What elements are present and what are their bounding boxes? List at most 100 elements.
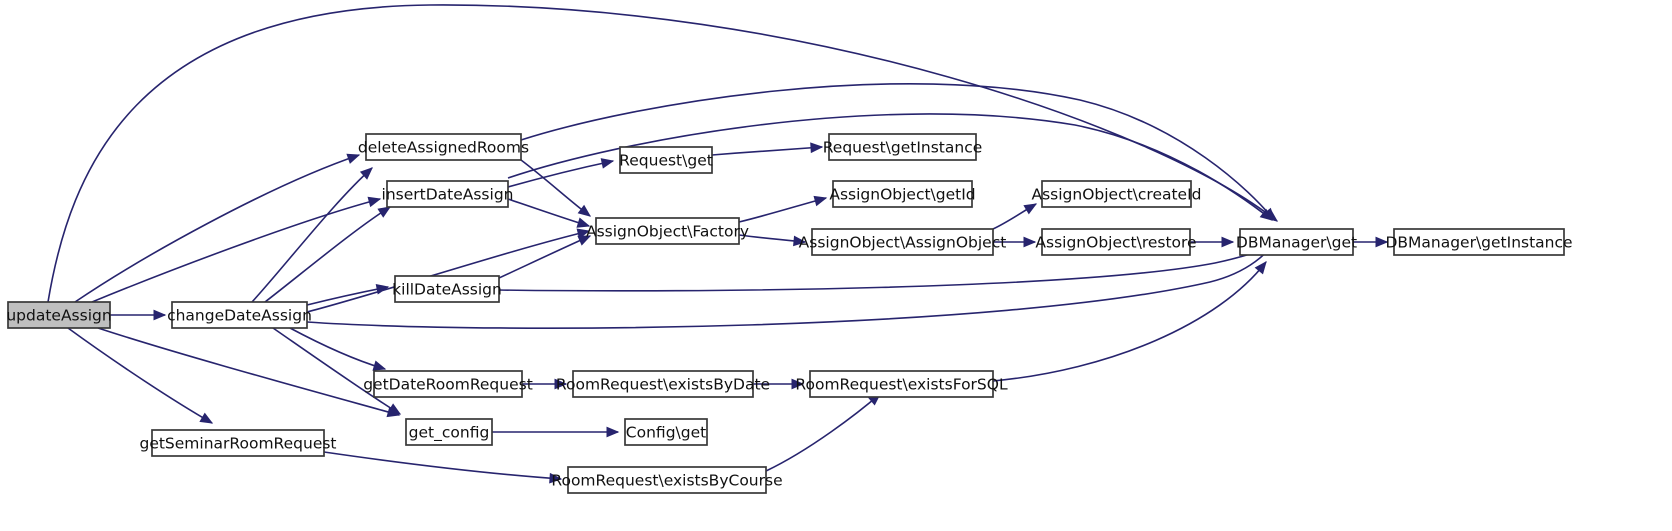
node-box-RoomRequest_existsByDate[interactable] [572, 370, 754, 398]
node-box-getSeminarRoomRequest[interactable] [151, 429, 325, 457]
edge-updateAssign-to-insertDateAssign [91, 198, 381, 303]
node-label-RoomRequest_existsByCourse: RoomRequest\existsByCourse [551, 472, 782, 490]
arrowhead-insertDateAssign-to-Request_get [600, 158, 615, 169]
arrowhead-AssignObject_Factory-to-AssignObject_AssignObject [793, 235, 807, 247]
arrowhead-deleteAssignedRooms-to-AssignObject_Factory [577, 204, 592, 217]
edge-RoomRequest_existsByCourse-to-RoomRequest_existsForSQL [765, 393, 881, 472]
node-AssignObject_Factory[interactable]: AssignObject\Factory [586, 217, 749, 245]
node-label-AssignObject_createId: AssignObject\createId [1031, 186, 1201, 204]
node-label-Request_get: Request\get [619, 152, 713, 170]
node-label-Request_getInstance: Request\getInstance [823, 139, 983, 157]
node-box-AssignObject_getId[interactable] [832, 180, 973, 208]
node-box-changeDateAssign[interactable] [171, 301, 308, 329]
arrowhead-RoomRequest_existsByDate-to-RoomRequest_existsForSQL [791, 378, 805, 390]
node-label-insertDateAssign: insertDateAssign [382, 186, 514, 204]
edge-changeDateAssign-to-AssignObject_Factory [306, 230, 590, 313]
arrowhead-updateAssign-to-changeDateAssign [153, 309, 167, 321]
edge-changeDateAssign-to-getDateRoomRequest [289, 327, 386, 370]
node-AssignObject_getId[interactable]: AssignObject\getId [829, 180, 976, 208]
node-label-RoomRequest_existsByDate: RoomRequest\existsByDate [556, 376, 770, 394]
arrowhead-killDateAssign-to-AssignObject_Factory [577, 235, 592, 246]
arrowhead-Request_get-to-Request_getInstance [810, 142, 824, 154]
node-box-get_config[interactable] [405, 418, 493, 446]
node-box-Request_getInstance[interactable] [828, 133, 977, 161]
edge-changeDateAssign-to-deleteAssignedRooms [251, 167, 373, 303]
edge-RoomRequest_existsForSQL-to-DBManager_get [992, 261, 1267, 382]
node-AssignObject_createId[interactable]: AssignObject\createId [1031, 180, 1202, 208]
node-getDateRoomRequest[interactable]: getDateRoomRequest [363, 370, 533, 398]
edge-changeDateAssign-to-DBManager_get [306, 238, 1279, 329]
node-label-AssignObject_AssignObject: AssignObject\AssignObject [799, 234, 1007, 252]
edge-updateAssign-to-getSeminarRoomRequest [67, 327, 213, 424]
node-Request_get[interactable]: Request\get [619, 146, 713, 174]
node-box-deleteAssignedRooms[interactable] [365, 133, 522, 161]
arrowhead-changeDateAssign-to-insertDateAssign [377, 206, 392, 218]
nodes-layer: updateAssign changeDateAssign deleteAssign… [6, 133, 1573, 494]
node-deleteAssignedRooms[interactable]: deleteAssignedRooms [358, 133, 529, 161]
node-box-Request_get[interactable] [619, 146, 713, 174]
node-getSeminarRoomRequest[interactable]: getSeminarRoomRequest [139, 429, 337, 457]
node-box-AssignObject_createId[interactable] [1041, 180, 1192, 208]
node-insertDateAssign[interactable]: insertDateAssign [382, 180, 514, 208]
edge-updateAssign-to-get_config [97, 327, 400, 416]
node-RoomRequest_existsByDate[interactable]: RoomRequest\existsByDate [556, 370, 770, 398]
node-label-DBManager_getInstance: DBManager\getInstance [1385, 234, 1572, 252]
edge-changeDateAssign-to-get_config [272, 327, 401, 415]
node-box-AssignObject_restore[interactable] [1041, 228, 1191, 256]
node-changeDateAssign[interactable]: changeDateAssign [167, 301, 312, 329]
node-killDateAssign[interactable]: killDateAssign [392, 275, 502, 303]
edge-AssignObject_Factory-to-AssignObject_getId [738, 197, 827, 223]
node-label-AssignObject_restore: AssignObject\restore [1035, 234, 1196, 252]
arrowhead-AssignObject_AssignObject-to-AssignObject_createId [1023, 203, 1038, 215]
node-RoomRequest_existsByCourse[interactable]: RoomRequest\existsByCourse [551, 466, 783, 494]
node-label-changeDateAssign: changeDateAssign [167, 307, 312, 325]
node-label-getDateRoomRequest: getDateRoomRequest [363, 376, 533, 394]
node-box-RoomRequest_existsForSQL[interactable] [809, 370, 994, 398]
edge-changeDateAssign-to-killDateAssign [306, 286, 389, 306]
arrowhead-updateAssign-to-insertDateAssign [367, 196, 382, 208]
node-DBManager_getInstance[interactable]: DBManager\getInstance [1385, 228, 1573, 256]
node-label-killDateAssign: killDateAssign [392, 281, 502, 299]
arrowhead-changeDateAssign-to-getDateRoomRequest [372, 360, 387, 371]
node-Request_getInstance[interactable]: Request\getInstance [823, 133, 983, 161]
node-box-Config_get[interactable] [624, 418, 708, 446]
arrowhead-updateAssign-to-deleteAssignedRooms [346, 153, 361, 164]
node-RoomRequest_existsForSQL[interactable]: RoomRequest\existsForSQL [795, 370, 1008, 398]
edge-deleteAssignedRooms-to-DBManager_get [520, 82, 1275, 221]
edge-getSeminarRoomRequest-to-RoomRequest_existsByCourse [323, 451, 562, 480]
node-box-insertDateAssign[interactable] [386, 180, 509, 208]
edge-insertDateAssign-to-DBManager_get [507, 113, 1273, 221]
node-label-AssignObject_Factory: AssignObject\Factory [586, 223, 749, 241]
node-box-updateAssign[interactable] [7, 301, 111, 329]
node-Config_get[interactable]: Config\get [624, 418, 708, 446]
arrowhead-AssignObject_Factory-to-AssignObject_getId [813, 195, 828, 207]
node-AssignObject_restore[interactable]: AssignObject\restore [1035, 228, 1197, 256]
node-label-get_config: get_config [409, 424, 490, 443]
arrowhead-getDateRoomRequest-to-RoomRequest_existsByDate [554, 378, 568, 390]
arrowhead-updateAssign-to-getSeminarRoomRequest [199, 412, 214, 424]
node-box-getDateRoomRequest[interactable] [373, 370, 523, 398]
arrowhead-insertDateAssign-to-AssignObject_Factory [576, 217, 591, 228]
node-box-AssignObject_Factory[interactable] [595, 217, 740, 245]
node-get_config[interactable]: get_config [405, 418, 493, 446]
node-box-RoomRequest_existsByCourse[interactable] [567, 466, 767, 494]
node-AssignObject_AssignObject[interactable]: AssignObject\AssignObject [799, 228, 1007, 256]
node-box-DBManager_getInstance[interactable] [1393, 228, 1565, 256]
arrowhead-RoomRequest_existsForSQL-to-DBManager_get [1254, 260, 1267, 275]
arrowhead-getSeminarRoomRequest-to-RoomRequest_existsByCourse [549, 472, 563, 484]
edge-insertDateAssign-to-AssignObject_Factory [507, 198, 590, 227]
edge-changeDateAssign-to-insertDateAssign [264, 206, 391, 303]
node-box-AssignObject_AssignObject[interactable] [811, 228, 994, 256]
node-label-getSeminarRoomRequest: getSeminarRoomRequest [139, 435, 336, 453]
arrowhead-AssignObject_restore-to-DBManager_get [1221, 236, 1235, 248]
node-DBManager_get[interactable]: DBManager\get [1236, 228, 1357, 256]
node-label-RoomRequest_existsForSQL: RoomRequest\existsForSQL [795, 376, 1008, 394]
node-label-DBManager_get: DBManager\get [1236, 234, 1357, 252]
node-box-killDateAssign[interactable] [394, 275, 500, 303]
node-box-DBManager_get[interactable] [1239, 228, 1354, 256]
arrowhead-DBManager_get-to-DBManager_getInstance [1375, 236, 1389, 248]
arrowhead-changeDateAssign-to-get_config [387, 403, 402, 415]
node-updateAssign[interactable]: updateAssign [6, 301, 112, 329]
edge-updateAssign-to-DBManager_get [47, 4, 1278, 303]
